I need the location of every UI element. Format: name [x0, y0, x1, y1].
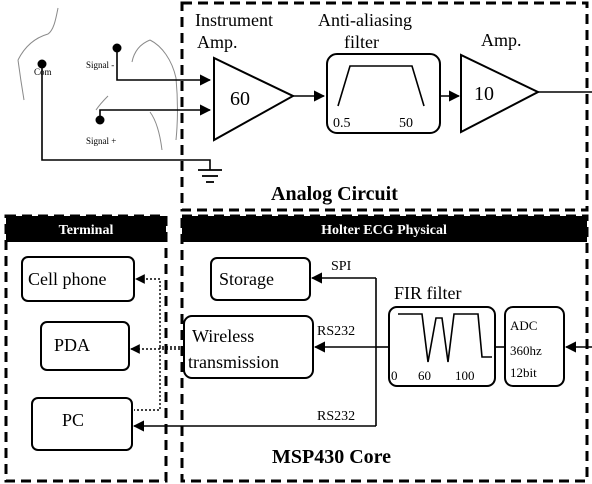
adc-label-2: 360hz — [510, 343, 542, 358]
inst-amp-label-2: Amp. — [197, 32, 238, 52]
rs232-label-b: RS232 — [317, 409, 355, 424]
fir-filter-label: FIR filter — [394, 283, 462, 303]
ground-symbol — [198, 169, 222, 183]
holter-header-bar — [182, 216, 587, 242]
torso-sketch — [17, 7, 178, 151]
spi-label: SPI — [331, 259, 352, 274]
rs232-label-a: RS232 — [317, 324, 355, 339]
signal-plus-label: Signal + — [86, 136, 116, 146]
pc-label: PC — [62, 410, 84, 430]
signal-plus-wire — [99, 104, 212, 118]
pda-label: PDA — [54, 335, 90, 355]
adc-label-1: ADC — [510, 318, 537, 333]
analog-circuit-region — [180, 1, 589, 212]
bandpass-curve — [337, 65, 425, 107]
fir-response-curve — [398, 313, 492, 363]
com-wire — [41, 66, 211, 170]
wireless-label-1: Wireless — [192, 326, 254, 346]
signal-plus-electrode — [95, 115, 105, 125]
signal-minus-electrode — [112, 43, 122, 53]
amp-gain: 10 — [474, 83, 494, 105]
fir-tick-100: 100 — [455, 368, 475, 383]
signal-minus-label: Signal - — [86, 60, 114, 70]
aa-high-freq: 50 — [399, 116, 413, 131]
com-electrode — [37, 59, 47, 69]
inst-amp-label-1: Instrument — [195, 10, 273, 30]
storage-label: Storage — [219, 269, 274, 289]
msp430-core-title: MSP430 Core — [272, 446, 391, 468]
terminal-header-bar — [6, 216, 166, 242]
storage-box — [210, 257, 311, 301]
aa-low-freq: 0.5 — [333, 116, 351, 131]
anti-aliasing-filter-box — [326, 53, 441, 134]
aa-filter-label-1: Anti-aliasing — [318, 10, 412, 30]
instrument-amp-triangle — [213, 56, 296, 142]
cell-phone-box — [21, 256, 135, 302]
signal-minus-wire — [116, 50, 212, 86]
fir-tick-0: 0 — [391, 368, 398, 383]
amp-triangle — [460, 53, 541, 134]
terminal-header: Terminal — [59, 223, 114, 238]
pc-box — [31, 397, 133, 451]
fir-tick-60: 60 — [418, 368, 431, 383]
inst-amp-gain: 60 — [230, 88, 250, 110]
analog-circuit-title: Analog Circuit — [271, 183, 398, 205]
aa-filter-label-2: filter — [344, 32, 379, 52]
pda-box — [40, 321, 130, 371]
adc-label-3: 12bit — [510, 365, 537, 380]
wireless-to-pc-link — [134, 347, 161, 411]
wireless-to-cellphone-link — [135, 274, 184, 348]
wireless-label-2: transmission — [188, 352, 279, 372]
amp-label: Amp. — [481, 30, 522, 50]
cell-phone-label: Cell phone — [28, 269, 107, 289]
holter-header: Holter ECG Physical — [321, 223, 447, 238]
